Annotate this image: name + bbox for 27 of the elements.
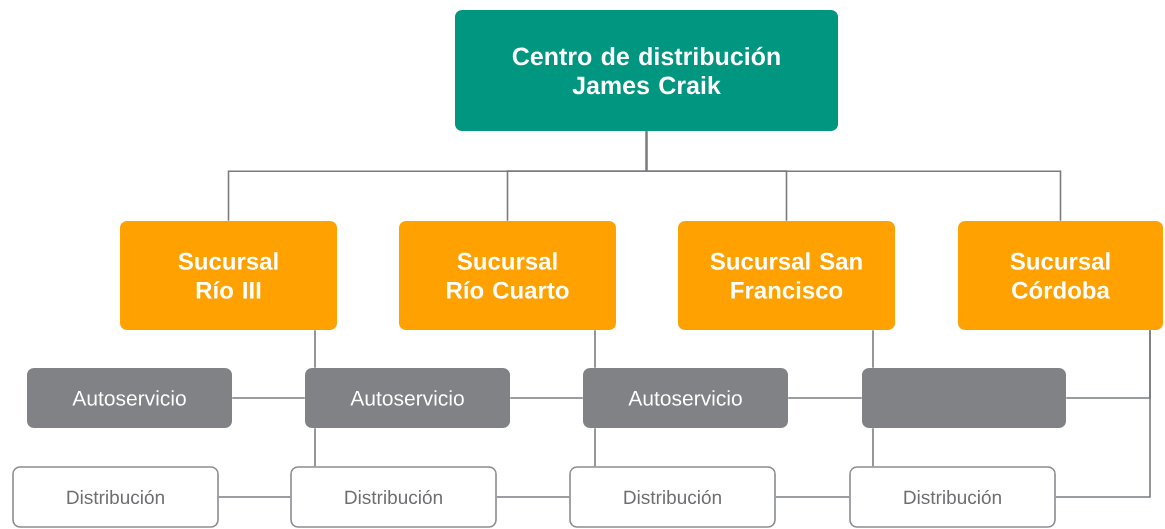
branch-box: Sucursal Río Cuarto — [399, 221, 616, 330]
distribution-box: Distribución — [849, 466, 1056, 528]
connector-line — [787, 397, 863, 399]
service-box — [862, 368, 1066, 428]
connector-line — [314, 329, 316, 369]
distribution-box: Distribución — [12, 466, 219, 528]
service-box: Autoservicio — [27, 368, 232, 428]
service-box: Autoservicio — [583, 368, 788, 428]
connector-line — [1055, 329, 1151, 498]
connector-line — [594, 427, 596, 467]
connector-line — [314, 427, 316, 467]
connector-line — [872, 329, 874, 369]
center-box: Centro de distribución James Craik — [455, 10, 838, 131]
connector-line — [872, 427, 874, 467]
connector-line — [775, 496, 850, 498]
distribution-box: Distribución — [569, 466, 776, 528]
service-box: Autoservicio — [305, 368, 510, 428]
connector-line — [645, 130, 1062, 222]
connector-line — [509, 397, 584, 399]
connector-line — [496, 496, 570, 498]
distribution-box: Distribución — [290, 466, 497, 528]
branch-box: Sucursal Córdoba — [958, 221, 1163, 330]
connector-line — [231, 397, 306, 399]
connector-line — [594, 329, 596, 369]
connector-line — [218, 496, 291, 498]
branch-box: Sucursal Río III — [120, 221, 337, 330]
branch-box: Sucursal San Francisco — [678, 221, 895, 330]
